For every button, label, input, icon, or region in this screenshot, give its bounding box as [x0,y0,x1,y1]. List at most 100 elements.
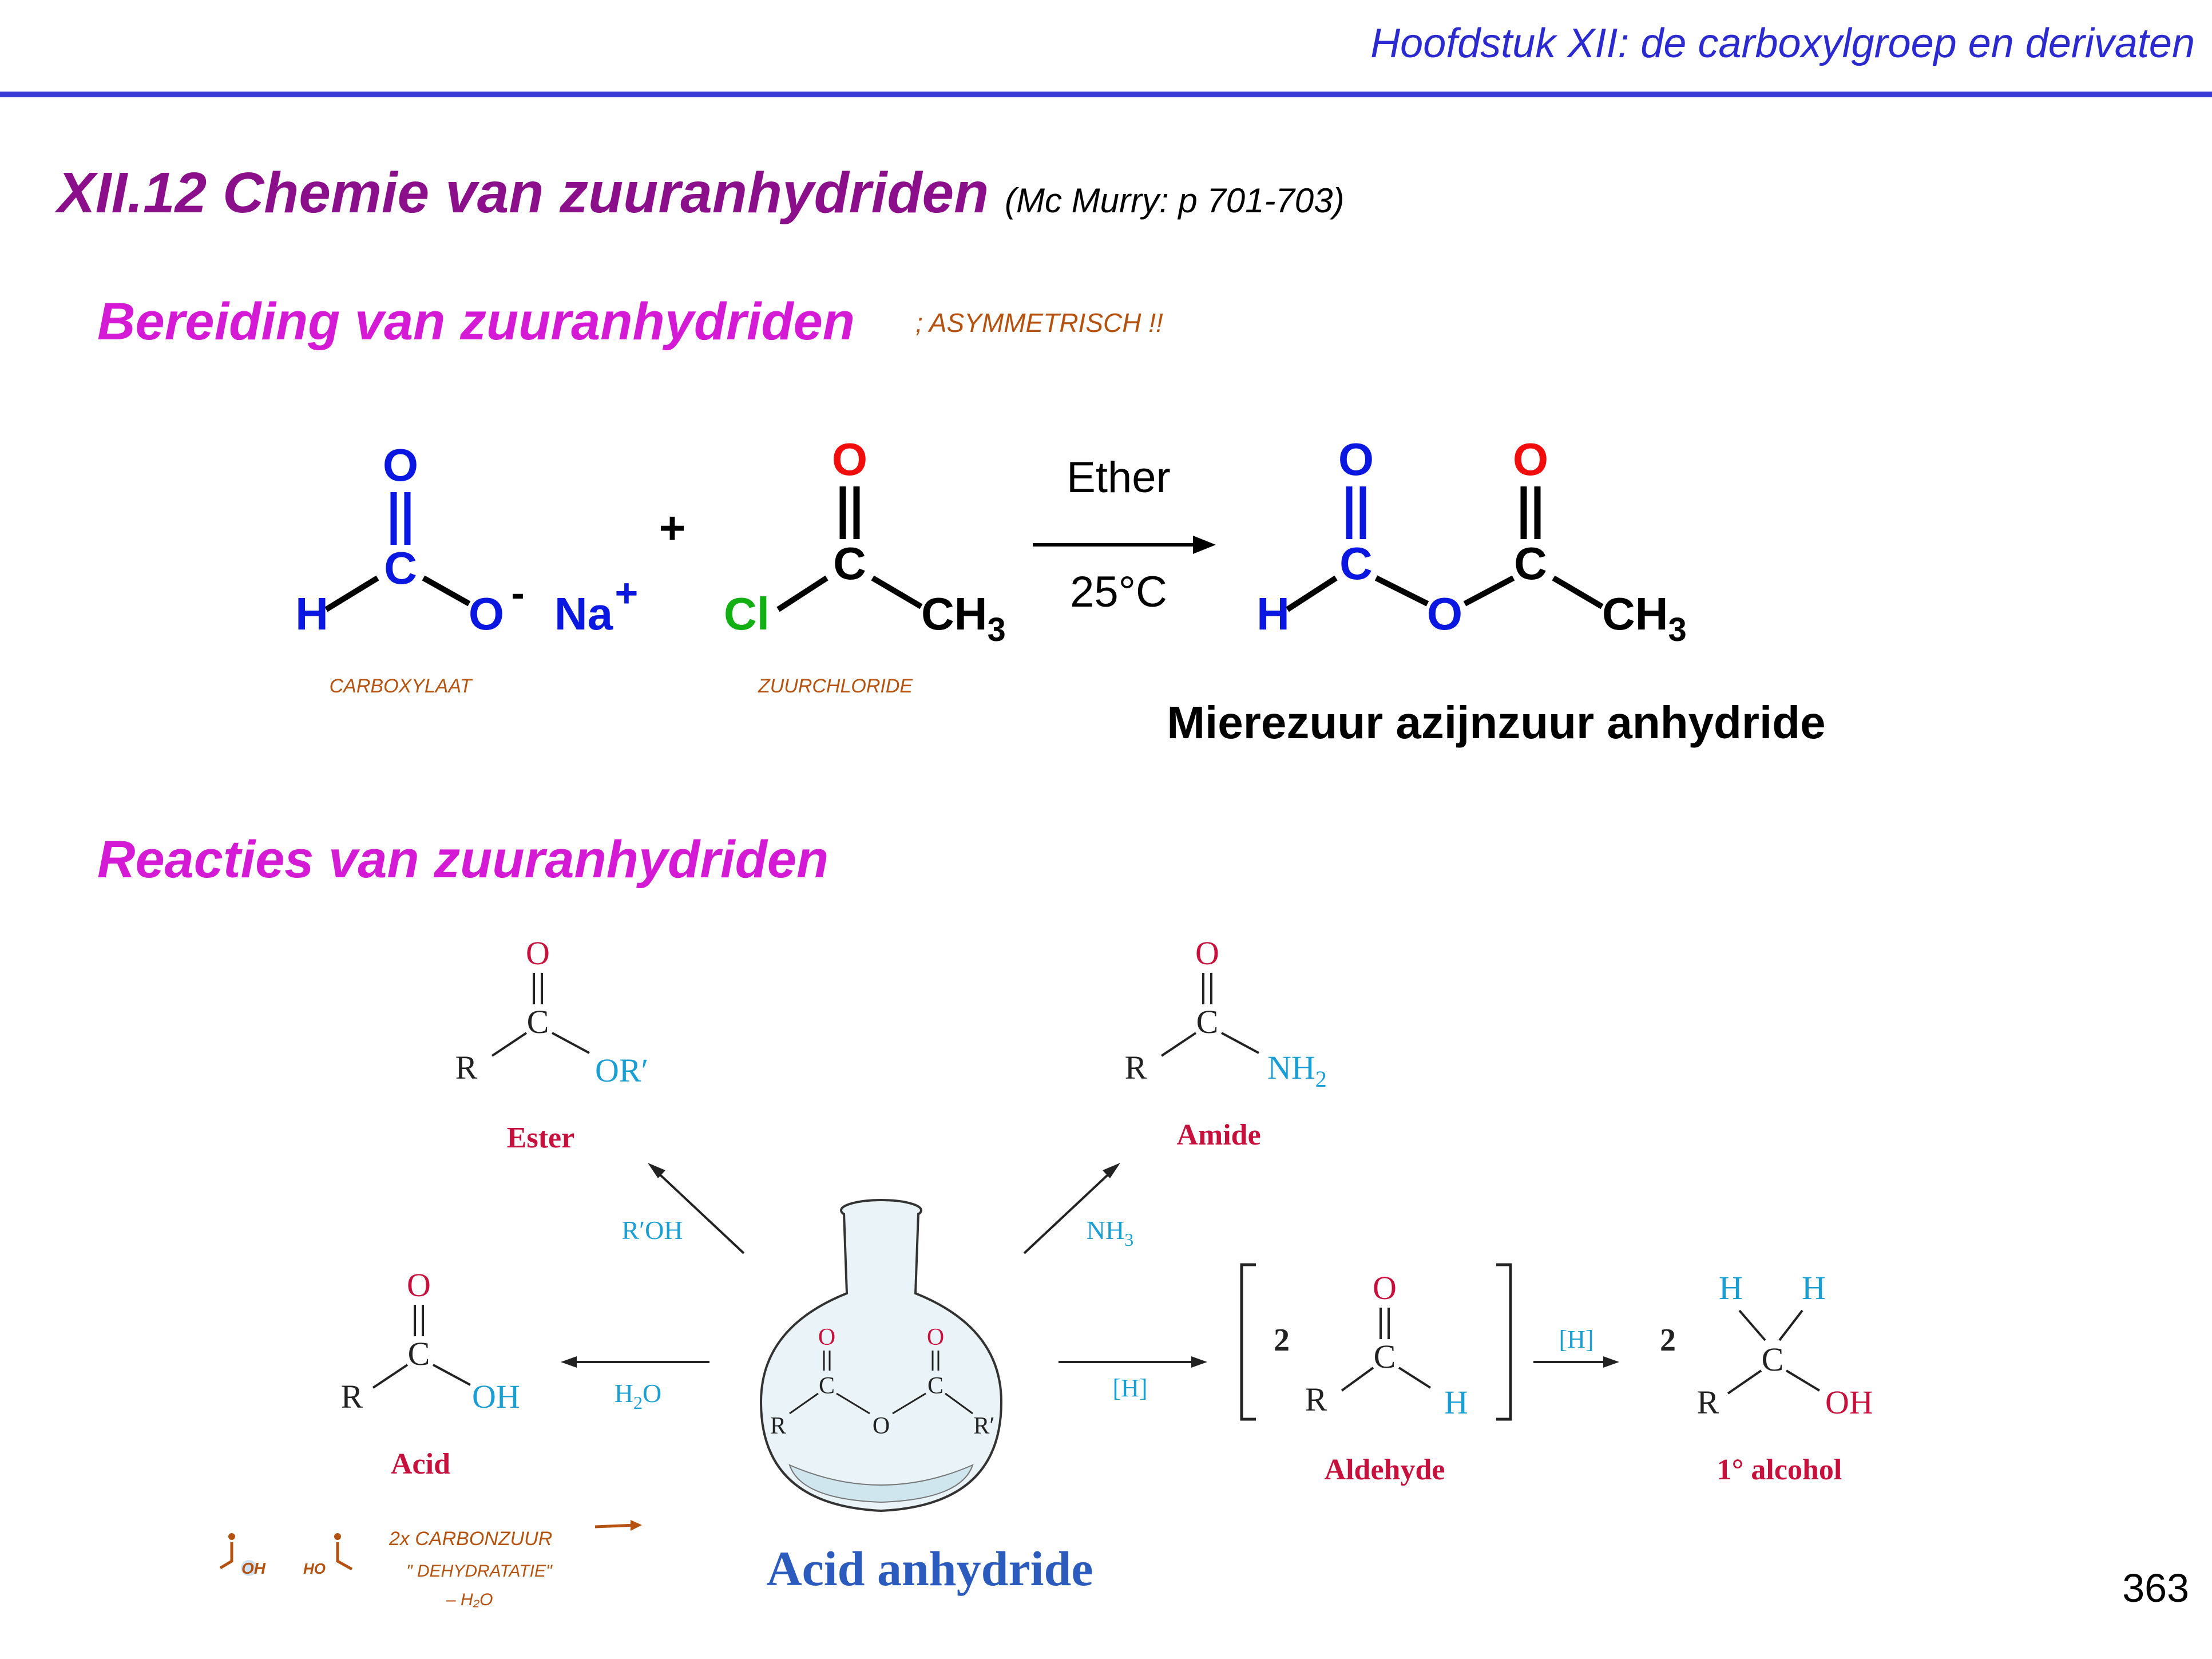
sodium-charge: + [615,571,639,615]
carboxylate-oxygen: O [383,440,418,490]
ester-bond-or [552,1032,590,1054]
aldehyde-bond-r [1341,1367,1374,1392]
flask-carbon-2: C [927,1373,944,1399]
acid-chloride-methyl: CH3 [921,588,1006,648]
alcohol-hydrogen-1: H [1719,1269,1743,1306]
carboxylate-bond-o [422,575,471,607]
acid-bond-r [372,1364,409,1389]
ester-label: Ester [507,1122,574,1154]
carboxylate-note: CARBOXYLAAT [330,675,473,697]
product-bond-ch3 [1552,575,1604,609]
flask-bridge-oxygen: O [873,1413,890,1439]
second-reduction-reagent: [H] [1559,1325,1593,1353]
asymmetric-note-text: ; ASYMMETRISCH !! [915,308,1163,338]
acid-hydroxyl: OH [472,1378,520,1415]
aldehyde-hydrogen: H [1444,1384,1468,1421]
flask-oxygen-2: O [927,1324,944,1351]
amide-bond-n [1221,1032,1259,1054]
product-bond-h [1286,575,1338,612]
ester-r-group: R [455,1049,478,1086]
alcohol-bond-h1 [1738,1309,1766,1341]
alcohol-hydrogen-2: H [1802,1269,1826,1306]
amide-product: O C R NH2 Amide [1125,935,1327,1151]
preparation-title: Bereiding van zuuranhydriden [97,292,855,351]
chlorine: Cl [724,588,770,639]
amide-label: Amide [1176,1119,1260,1151]
note-sketch-dot-1 [228,1533,235,1540]
aldehyde-intermediate: 2 O C R H Aldehyde [1240,1263,1512,1486]
acid-chloride-bond-cl [776,575,828,612]
product-bond-o-right [1463,575,1515,607]
carboxylate-hydrogen: H [295,588,328,639]
acid-reagent: H2O [615,1379,661,1413]
product-carbon-1: C [1339,538,1373,589]
amide-bond-r [1160,1032,1197,1057]
temperature-label: 25°C [1070,568,1167,616]
section-title-text: XII.12 Chemie van zuuranhydriden [57,161,989,225]
ester-alkoxy: OR′ [595,1052,648,1089]
acid-r-group: R [341,1378,363,1415]
aldehyde-carbon: C [1374,1338,1396,1375]
acid-chloride-carbon: C [833,538,866,589]
chapter-header: Hoofdstuk XII: de carboxylgroep en deriv… [1370,21,2195,66]
note-arrow-head [631,1520,642,1531]
note-sketch-bond-4 [336,1559,353,1571]
flask-bond-r [789,1392,819,1415]
reactions-figure: O C R OR′ Ester R′OH O C R NH2 Amide NH3… [219,935,1873,1609]
ester-oxygen: O [526,935,550,972]
alcohol-product: 2 H H C R OH 1° alcohol [1660,1269,1873,1486]
reactant-plus: + [659,502,686,553]
aldehyde-label: Aldehyde [1325,1454,1445,1486]
acid-carbon: C [408,1335,430,1372]
arrow-head [1193,536,1216,554]
carboxylate-anion-oxygen: O [469,588,504,639]
acid-chloride-structure: O C Cl CH3 ZUURCHLORIDE [724,434,1006,697]
alcohol-label: 1° alcohol [1717,1454,1842,1486]
flask-illustration: O C O C R O R′ [759,1199,1003,1512]
ester-reagent: R′OH [621,1215,683,1245]
acid-product: O C R OH Acid [341,1266,520,1480]
acid-bond-oh [433,1364,471,1386]
acid-arrow-head [561,1356,577,1368]
alcohol-bond-oh [1785,1369,1821,1392]
amide-carbon: C [1196,1003,1219,1040]
note-line-1: 2x CARBONZUUR [389,1528,552,1550]
aldehyde-r-group: R [1305,1381,1327,1418]
aldehyde-bond-h [1398,1367,1432,1389]
flask-r-group: R [770,1413,786,1439]
ester-carbon: C [527,1003,549,1040]
flask-oxygen-1: O [818,1324,835,1351]
alcohol-carbon: C [1762,1341,1784,1378]
acid-anhydride-label: Acid anhydride [766,1541,1093,1596]
aldehyde-coefficient: 2 [1274,1323,1290,1358]
product-methyl: CH3 [1602,588,1687,648]
amide-arrow-head [1103,1163,1120,1178]
product-bond-o-left [1374,575,1429,607]
product-hydrogen: H [1256,588,1290,639]
note-arrow [594,1523,636,1529]
product-bridge-oxygen: O [1427,588,1462,639]
reaction-arrow: Ether 25°C [1033,453,1216,616]
flask-bond-o-right [892,1392,926,1415]
section-reference: (Mc Murry: p 701-703) [1005,181,1345,220]
amide-arrow [1023,1166,1117,1254]
second-reduction-arrow-head [1603,1356,1619,1368]
alcohol-hydroxyl: OH [1825,1384,1873,1421]
note-sketch-dot-2 [334,1533,341,1540]
ester-arrow-head [648,1163,665,1178]
ester-product: O C R OR′ Ester [455,935,649,1154]
ester-bond-r [491,1032,528,1057]
product-carbon-2: C [1514,538,1547,589]
flask-bond-rprime [945,1392,973,1415]
acid-oxygen: O [407,1266,431,1304]
note-line-2: " DEHYDRATATIE" [406,1562,553,1581]
page-number: 363 [2122,1566,2189,1610]
alcohol-coefficient: 2 [1660,1323,1676,1358]
amide-reagent: NH3 [1087,1215,1133,1250]
aldehyde-bracket-right [1496,1263,1512,1421]
reduction-arrow-head [1191,1356,1207,1368]
reactions-title: Reacties van zuuranhydriden [97,830,829,889]
carboxylate-carbon: C [384,543,417,593]
solvent-label: Ether [1067,453,1171,502]
asymmetric-note: ; ASYMMETRISCH !! [915,308,1163,338]
